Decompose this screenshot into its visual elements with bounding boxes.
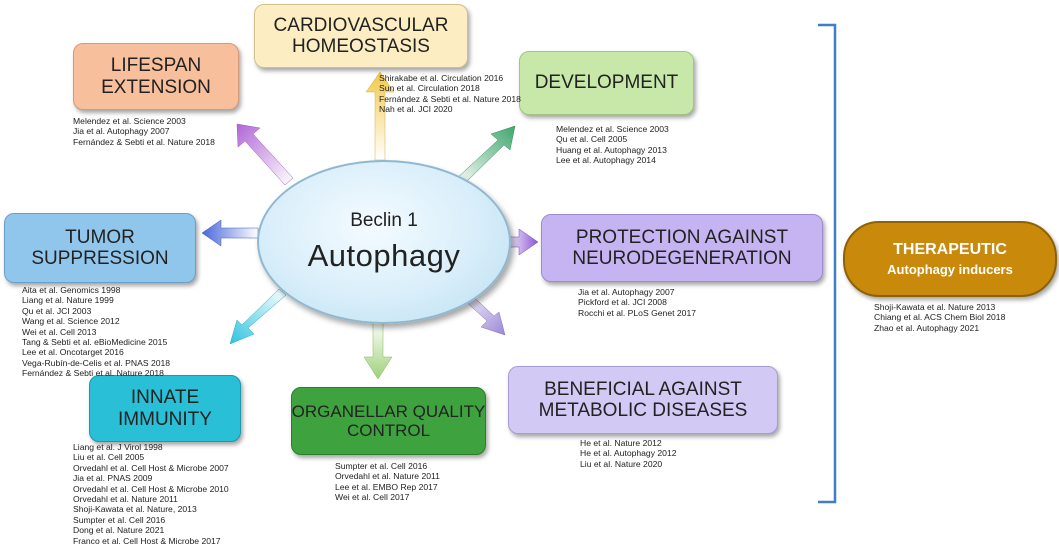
therapeutic-node: THERAPEUTIC Autophagy inducers xyxy=(843,221,1057,297)
refs-therapeutic: Shoji-Kawata et al. Nature 2013 Chiang e… xyxy=(874,302,1005,333)
reference: Wei et al. Cell 2017 xyxy=(335,492,410,503)
arrow-down xyxy=(363,320,393,380)
arrow-down-left xyxy=(229,288,287,345)
arrow-up-left xyxy=(236,123,294,186)
reference: Franco et al. Cell Host & Microbe 2017 xyxy=(73,535,221,546)
refs-neuro: Jia et al. Autophagy 2007 Pickford et al… xyxy=(578,287,696,318)
arrow-up xyxy=(365,71,395,161)
box-line: LIFESPAN xyxy=(110,55,202,77)
reference: He et al. Autophagy 2012 xyxy=(580,448,677,459)
arrow-up-right xyxy=(454,125,516,187)
refs-metabolic: He et al. Nature 2012 He et al. Autophag… xyxy=(580,438,677,469)
box-line: PROTECTION AGAINST xyxy=(575,226,789,248)
reference: Zhao et al. Autophagy 2021 xyxy=(874,322,980,333)
reference: Orvedahl et al. Nature 2011 xyxy=(73,494,178,505)
refs-organellar: Sumpter et al. Cell 2016 Orvedahl et al.… xyxy=(335,461,440,503)
reference: Lee et al. Autophagy 2014 xyxy=(556,155,656,166)
reference: Fernández & Sebti et al. Nature 2018 xyxy=(22,368,164,379)
box-line: SUPPRESSION xyxy=(31,248,169,269)
reference: Shirakabe et al. Circulation 2016 xyxy=(379,73,504,83)
reference: Fernández & Sebti et al. Nature 2018 xyxy=(73,136,215,147)
reference: Lee et al. Oncotarget 2016 xyxy=(22,347,124,358)
reference: Dong et al. Nature 2021 xyxy=(73,525,165,536)
reference: Qu et al. JCI 2003 xyxy=(22,305,92,316)
reference: Sumpter et al. Cell 2016 xyxy=(73,514,166,525)
reference: Orvedahl et al. Nature 2011 xyxy=(335,471,440,482)
reference: Shoji-Kawata et al. Nature 2013 xyxy=(874,302,996,312)
beneficial-against-metabolic-diseases-box: BENEFICIAL AGAINST METABOLIC DISEASES xyxy=(508,366,778,434)
box-line: TUMOR xyxy=(65,226,135,248)
reference: Chiang et al. ACS Chem Biol 2018 xyxy=(874,312,1006,323)
reference: Tang & Sebti et al. eBioMedicine 2015 xyxy=(22,337,168,348)
box-line: CARDIOVASCULAR xyxy=(273,14,449,36)
refs-cardio: Shirakabe et al. Circulation 2016 Sun et… xyxy=(379,73,521,115)
autophagy-center-node: Beclin 1 Autophagy xyxy=(257,160,511,324)
reference: Vega-Rubín-de-Celis et al. PNAS 2018 xyxy=(22,357,171,368)
reference: Nah et al. JCI 2020 xyxy=(379,104,453,115)
reference: Rocchi et al. PLoS Genet 2017 xyxy=(578,307,697,318)
refs-development: Melendez et al. Science 2003 Qu et al. C… xyxy=(556,124,669,166)
box-line: NEURODEGENERATION xyxy=(572,248,792,269)
box-line: DEVELOPMENT xyxy=(534,72,679,94)
reference: Fernández & Sebti et al. Nature 2018 xyxy=(379,93,521,104)
refs-tumor: Aita et al. Genomics 1998 Liang et al. N… xyxy=(22,285,170,379)
reference: Jia et al. PNAS 2009 xyxy=(73,473,153,484)
box-line: INNATE xyxy=(130,387,200,409)
reference: Orvedahl et al. Cell Host & Microbe 2010 xyxy=(73,483,229,494)
organellar-quality-control-box: ORGANELLAR QUALITY CONTROL xyxy=(291,387,486,455)
lifespan-extension-box: LIFESPAN EXTENSION xyxy=(73,43,239,110)
box-line: METABOLIC DISEASES xyxy=(538,400,748,421)
box-line: IMMUNITY xyxy=(118,408,212,430)
reference: Melendez et al. Science 2003 xyxy=(73,116,186,126)
development-box: DEVELOPMENT xyxy=(519,51,694,115)
box-line: EXTENSION xyxy=(101,76,211,98)
reference: He et al. Nature 2012 xyxy=(580,438,662,448)
reference: Qu et al. Cell 2005 xyxy=(556,134,628,145)
reference: Huang et al. Autophagy 2013 xyxy=(556,144,667,155)
reference: Aita et al. Genomics 1998 xyxy=(22,285,121,295)
therapeutic-subtitle: Autophagy inducers xyxy=(887,262,1013,277)
tumor-suppression-box: TUMOR SUPPRESSION xyxy=(4,213,196,283)
arrow-left xyxy=(201,219,259,247)
autophagy-label: Autophagy xyxy=(307,238,461,273)
therapeutic-title: THERAPEUTIC xyxy=(893,241,1007,258)
box-line: HOMEOSTASIS xyxy=(292,36,430,57)
reference: Sun et al. Circulation 2018 xyxy=(379,83,480,94)
reference: Lee et al. EMBO Rep 2017 xyxy=(335,481,438,492)
refs-lifespan: Melendez et al. Science 2003 Jia et al. … xyxy=(73,116,215,147)
box-line: ORGANELLAR QUALITY xyxy=(291,401,486,421)
protection-against-neurodegeneration-box: PROTECTION AGAINST NEURODEGENERATION xyxy=(541,214,823,282)
refs-innate: Liang et al. J Virol 1998 Liu et al. Cel… xyxy=(73,442,229,546)
reference: Melendez et al. Science 2003 xyxy=(556,124,669,134)
box-line: BENEFICIAL AGAINST xyxy=(544,378,742,400)
cardiovascular-homeostasis-box: CARDIOVASCULAR HOMEOSTASIS xyxy=(254,4,468,68)
reference: Pickford et al. JCI 2008 xyxy=(578,297,667,308)
innate-immunity-box: INNATE IMMUNITY xyxy=(89,375,241,442)
reference: Sumpter et al. Cell 2016 xyxy=(335,461,428,471)
reference: Liu et al. Nature 2020 xyxy=(580,458,663,469)
reference: Liang et al. J Virol 1998 xyxy=(73,442,163,452)
therapeutic-bracket xyxy=(818,23,837,504)
reference: Jia et al. Autophagy 2007 xyxy=(578,287,675,297)
reference: Orvedahl et al. Cell Host & Microbe 2007 xyxy=(73,462,229,473)
reference: Shoji-Kawata et al. Nature, 2013 xyxy=(73,504,197,515)
box-line: CONTROL xyxy=(346,421,431,440)
reference: Wei et al. Cell 2013 xyxy=(22,326,97,337)
reference: Liu et al. Cell 2005 xyxy=(73,452,145,463)
reference: Jia et al. Autophagy 2007 xyxy=(73,126,170,137)
reference: Wang et al. Science 2012 xyxy=(22,316,120,327)
reference: Liang et al. Nature 1999 xyxy=(22,295,114,306)
beclin-label: Beclin 1 xyxy=(350,210,418,231)
